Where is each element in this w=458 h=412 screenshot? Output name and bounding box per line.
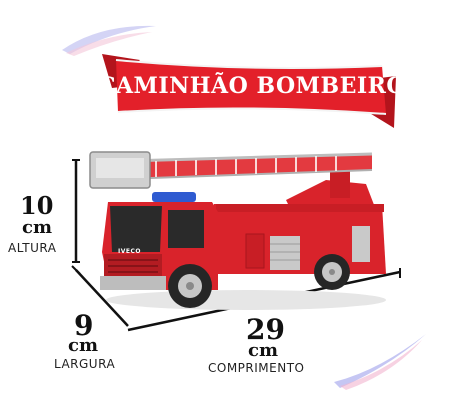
height-label: ALTURA <box>8 241 57 255</box>
decorative-swoosh-top <box>62 25 156 56</box>
banner-title: CAMINHÃO BOMBEIRO <box>97 73 407 99</box>
rear-wheel <box>314 254 350 290</box>
height-unit: cm <box>22 217 53 238</box>
length-value: 29 <box>246 313 285 346</box>
length-label: COMPRIMENTO <box>208 361 305 375</box>
front-wheel <box>168 264 212 308</box>
truck-brand-label: IVECO <box>118 248 141 255</box>
decorative-swoosh-bottom <box>334 334 426 390</box>
fire-truck-illustration <box>89 151 386 310</box>
height-value: 10 <box>20 191 54 220</box>
title-banner <box>102 54 396 128</box>
length-unit: cm <box>248 340 279 361</box>
width-unit: cm <box>68 335 99 356</box>
width-value: 9 <box>74 309 94 342</box>
width-label: LARGURA <box>54 357 116 371</box>
